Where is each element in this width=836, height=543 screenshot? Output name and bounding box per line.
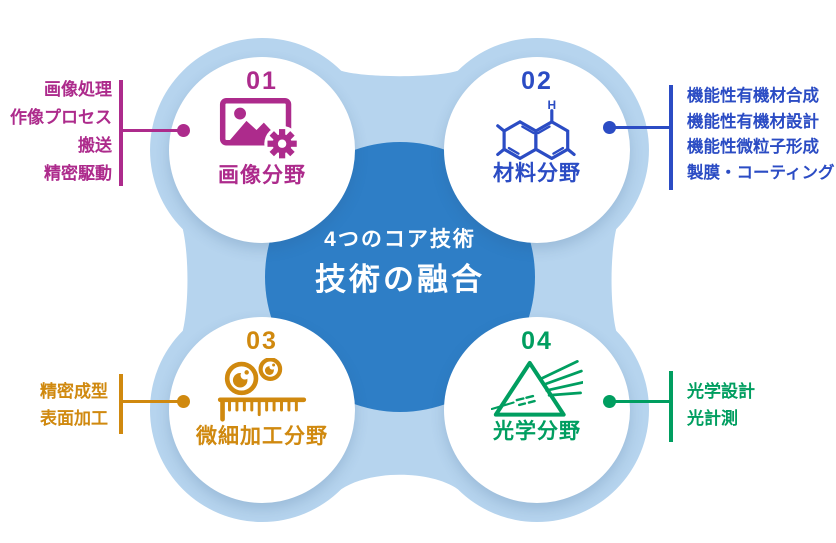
label-item: 作像プロセス xyxy=(10,108,112,127)
center-label: 4つのコア技術 技術の融合 xyxy=(250,227,550,298)
connector-dot xyxy=(603,121,616,134)
field-circle-materials: 02 H 材料分野 xyxy=(444,57,630,243)
label-item: 光学設計 xyxy=(687,382,755,401)
connector-line xyxy=(123,129,178,132)
field-circle-image: 01 画像分野 xyxy=(169,57,355,243)
field-name: 光学分野 xyxy=(493,420,581,443)
connector-dot xyxy=(177,395,190,408)
field-circle-microfabrication: 03 微細加工分野 xyxy=(169,317,355,503)
label-item: 表面加工 xyxy=(40,409,108,428)
label-item: 精密駆動 xyxy=(44,164,112,183)
center-title: 技術の融合 xyxy=(315,262,485,297)
connector-bar xyxy=(119,80,123,186)
label-item: 機能性有機材合成 xyxy=(687,87,819,105)
label-item: 搬送 xyxy=(78,136,112,155)
label-item: 製膜・コーティング xyxy=(687,163,835,182)
center-subtitle: 4つのコア技術 xyxy=(324,228,476,251)
molecule-icon: H xyxy=(495,98,576,160)
field-01-label-list: 画像処理 作像プロセス 搬送 精密駆動 xyxy=(0,76,112,188)
svg-text:H: H xyxy=(547,98,556,112)
field-number: 03 xyxy=(246,327,278,355)
connector-line xyxy=(614,400,669,403)
connector-line xyxy=(123,400,178,403)
label-item: 精密成型 xyxy=(40,382,108,401)
field-name: 微細加工分野 xyxy=(196,425,328,448)
image-gear-icon xyxy=(219,98,300,162)
particles-ruler-icon xyxy=(217,358,307,422)
field-02-label-list: 機能性有機材合成 機能性有機材設計 機能性微粒子形成 製膜・コーティング xyxy=(687,84,836,186)
field-number: 01 xyxy=(246,67,278,95)
prism-icon xyxy=(491,359,583,417)
field-03-label-list: 精密成型 表面加工 xyxy=(0,378,108,432)
field-name: 画像分野 xyxy=(218,164,306,187)
label-item: 画像処理 xyxy=(44,80,112,99)
connector-dot xyxy=(177,124,190,137)
field-number: 02 xyxy=(521,67,553,95)
connector-bar xyxy=(669,371,673,442)
label-item: 機能性微粒子形成 xyxy=(687,138,819,156)
connector-bar xyxy=(669,85,673,190)
field-circle-optics: 04 光学分野 xyxy=(444,317,630,503)
label-item: 光計測 xyxy=(687,409,738,428)
connector-bar xyxy=(119,374,123,434)
connector-line xyxy=(614,126,669,129)
field-number: 04 xyxy=(521,327,553,355)
field-04-label-list: 光学設計 光計測 xyxy=(687,378,836,432)
label-item: 機能性有機材設計 xyxy=(687,112,819,131)
field-name: 材料分野 xyxy=(493,162,581,185)
connector-dot xyxy=(603,395,616,408)
